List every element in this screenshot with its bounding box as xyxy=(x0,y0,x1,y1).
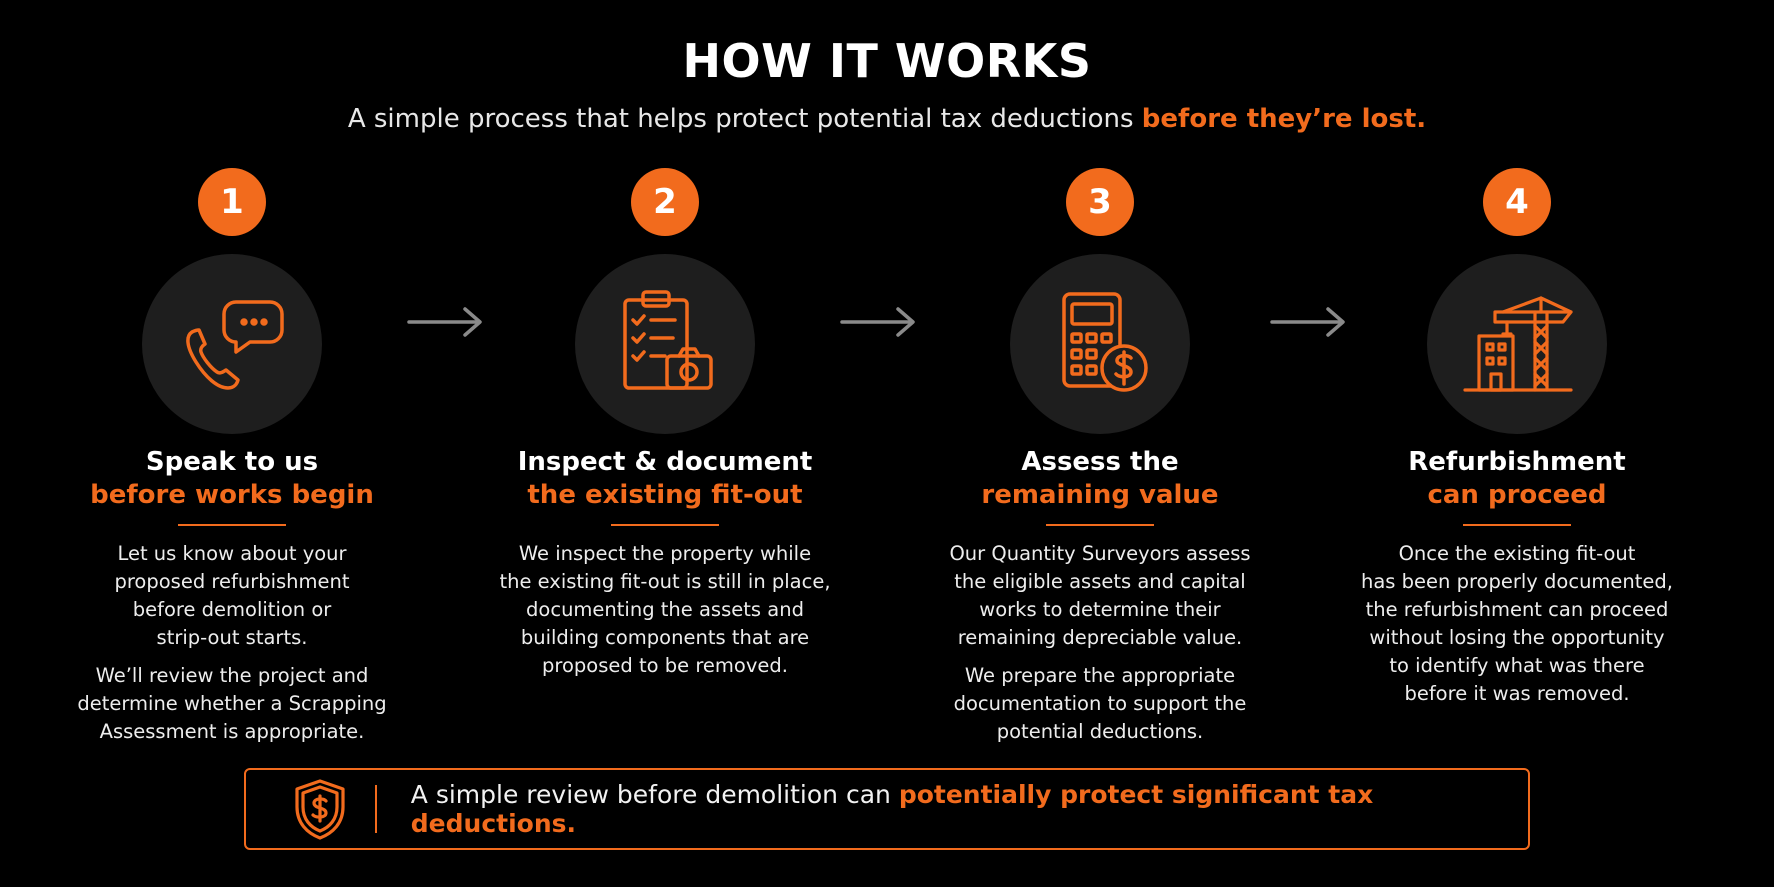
text-line: Let us know about your xyxy=(117,542,347,565)
step-heading: Inspect & document the existing fit-out xyxy=(485,446,845,512)
text-line: before it was removed. xyxy=(1404,682,1630,705)
step-heading-line1: Inspect & document xyxy=(517,447,813,477)
step-paragraph: Let us know about your proposed refurbis… xyxy=(52,540,412,652)
building-crane-icon xyxy=(1463,296,1573,392)
step-heading-line2: the existing fit-out xyxy=(527,480,803,510)
text-line: without losing the opportunity xyxy=(1369,626,1665,649)
step-heading-line2: can proceed xyxy=(1427,480,1607,510)
step-icon-circle xyxy=(1427,254,1607,434)
step-number-badge: 4 xyxy=(1483,168,1551,236)
clipboard-camera-icon xyxy=(623,290,713,390)
step-heading: Speak to us before works begin xyxy=(52,446,412,512)
text-line: the existing fit-out is still in place, xyxy=(499,570,831,593)
step-paragraph: Our Quantity Surveyors assess the eligib… xyxy=(920,540,1280,652)
callout-text-plain: A simple review before demolition can xyxy=(410,780,899,809)
text-line: Assessment is appropriate. xyxy=(99,720,365,743)
subtitle-text: A simple process that helps protect pote… xyxy=(347,104,1142,134)
step-divider xyxy=(611,524,719,526)
text-line: We inspect the property while xyxy=(518,542,812,565)
phone-chat-icon xyxy=(186,300,284,390)
step-heading-line1: Speak to us xyxy=(145,447,319,477)
step-2: 2 Inspect & document the existing fit-ou… xyxy=(485,168,845,690)
step-divider xyxy=(1463,524,1571,526)
callout-text-accent: potentially protect significant tax dedu… xyxy=(410,780,1374,838)
text-line: works to determine their xyxy=(979,598,1221,621)
text-line: has been properly documented, xyxy=(1361,570,1673,593)
text-line: the eligible assets and capital xyxy=(954,570,1246,593)
step-heading-line1: Refurbishment xyxy=(1408,447,1626,477)
step-4: 4 Refurbishment can proceed Once the exi… xyxy=(1337,168,1697,718)
step-divider xyxy=(1046,524,1154,526)
step-paragraph: We inspect the property while the existi… xyxy=(485,540,845,680)
step-heading: Refurbishment can proceed xyxy=(1337,446,1697,512)
step-paragraph: We prepare the appropriate documentation… xyxy=(920,662,1280,746)
text-line: proposed refurbishment xyxy=(114,570,350,593)
step-heading-line1: Assess the xyxy=(1021,447,1179,477)
text-line: documenting the assets and xyxy=(526,598,804,621)
subtitle-accent-text: before they’re lost. xyxy=(1141,104,1427,134)
calculator-dollar-icon xyxy=(1062,292,1148,392)
arrow-right-icon xyxy=(407,307,482,337)
arrow-right-icon xyxy=(1270,307,1345,337)
shield-dollar-icon xyxy=(286,777,355,841)
text-line: Once the existing fit-out xyxy=(1398,542,1636,565)
text-line: before demolition or xyxy=(132,598,332,621)
step-1: 1 Speak to us before works begin Let us … xyxy=(52,168,412,756)
step-divider xyxy=(178,524,286,526)
step-number-badge: 3 xyxy=(1066,168,1134,236)
step-heading-line2: before works begin xyxy=(90,480,374,510)
step-paragraph: We’ll review the project and determine w… xyxy=(52,662,412,746)
step-icon-circle xyxy=(575,254,755,434)
text-line: remaining depreciable value. xyxy=(957,626,1243,649)
step-paragraph: Once the existing fit-out has been prope… xyxy=(1337,540,1697,708)
text-line: We’ll review the project and xyxy=(95,664,369,687)
page-subtitle: A simple process that helps protect pote… xyxy=(0,104,1774,134)
step-number-badge: 2 xyxy=(631,168,699,236)
callout-separator xyxy=(374,785,377,833)
text-line: Our Quantity Surveyors assess xyxy=(949,542,1251,565)
page-title: HOW IT WORKS xyxy=(682,34,1092,88)
arrow-right-icon xyxy=(840,307,915,337)
step-3: 3 Assess the remaining value Our Quantit… xyxy=(920,168,1280,756)
text-line: building components that are xyxy=(520,626,810,649)
text-line: to identify what was there xyxy=(1389,654,1645,677)
text-line: strip-out starts. xyxy=(156,626,308,649)
text-line: potential deductions. xyxy=(996,720,1204,743)
step-heading: Assess the remaining value xyxy=(920,446,1280,512)
text-line: the refurbishment can proceed xyxy=(1365,598,1669,621)
text-line: We prepare the appropriate xyxy=(964,664,1236,687)
step-icon-circle xyxy=(1010,254,1190,434)
step-number-badge: 1 xyxy=(198,168,266,236)
callout-text: A simple review before demolition can po… xyxy=(411,780,1528,838)
text-line: determine whether a Scrapping xyxy=(77,692,387,715)
step-icon-circle xyxy=(142,254,322,434)
text-line: documentation to support the xyxy=(953,692,1247,715)
step-heading-line2: remaining value xyxy=(981,480,1219,510)
text-line: proposed to be removed. xyxy=(542,654,788,677)
callout-box: A simple review before demolition can po… xyxy=(244,768,1530,850)
